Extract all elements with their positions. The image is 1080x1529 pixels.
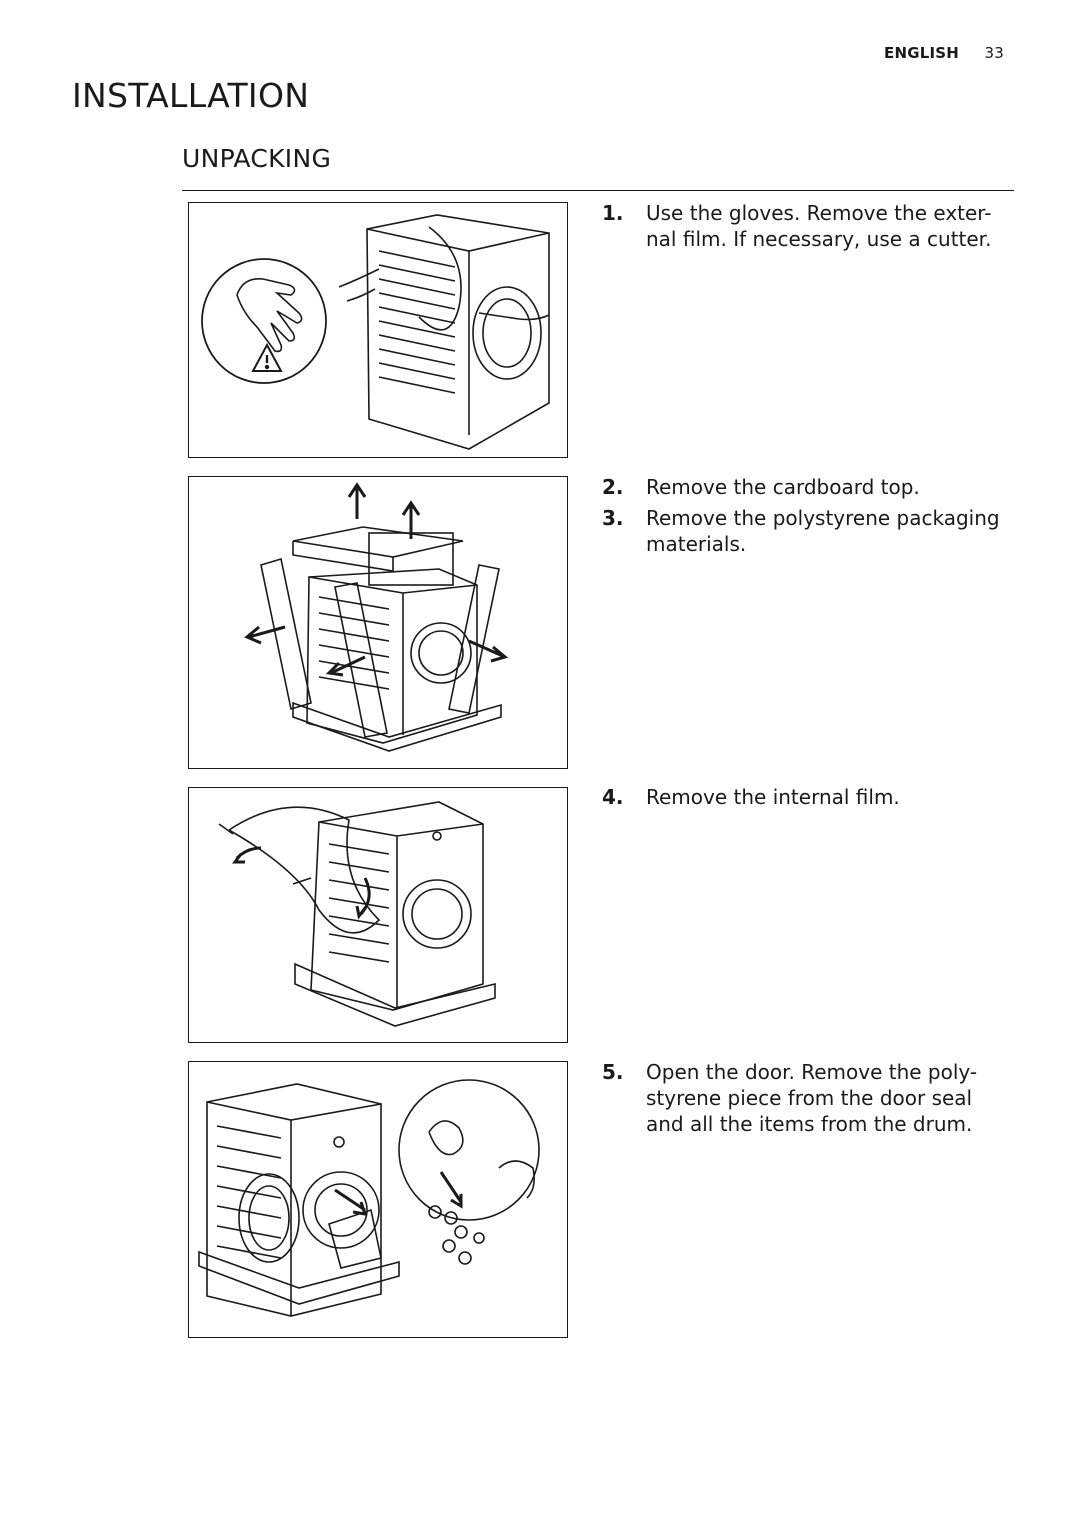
step-text: Remove the polystyrene packaging materia… [646,506,1000,556]
open-door-drawing [198,1079,540,1317]
language-label: ENGLISH [884,44,960,62]
step-number: 4. [602,785,624,809]
step-number: 2. [602,475,624,499]
step-text: Remove the cardboard top. [646,475,920,499]
illustration-gloves-external-film [188,202,568,458]
illustration-remove-packaging [188,476,568,769]
packaging-removal-drawing [244,482,509,752]
page-number: 33 [984,44,1004,62]
illustration-internal-film [188,787,568,1043]
section-divider [182,190,1014,191]
internal-film-drawing [218,801,496,1027]
section-title: UNPACKING [182,144,332,173]
step-4: 4. Remove the internal film. [602,784,1012,810]
step-1: 1. Use the gloves. Remove the exter-nal … [602,200,1012,252]
step-2: 2. Remove the cardboard top. [602,474,1012,500]
step-number: 5. [602,1060,624,1084]
page-header: ENGLISH 33 [884,44,1004,62]
washer-film-drawing [201,214,550,450]
step-3: 3. Remove the polystyrene packaging mate… [602,505,1012,557]
step-number: 3. [602,506,624,530]
step-text: Use the gloves. Remove the exter-nal fil… [646,201,992,251]
step-number: 1. [602,201,624,225]
illustration-open-door [188,1061,568,1338]
step-text: Open the door. Remove the poly-styrene p… [646,1060,978,1136]
step-5: 5. Open the door. Remove the poly-styren… [602,1059,1012,1137]
page-title: INSTALLATION [72,76,310,115]
step-text: Remove the internal film. [646,785,900,809]
